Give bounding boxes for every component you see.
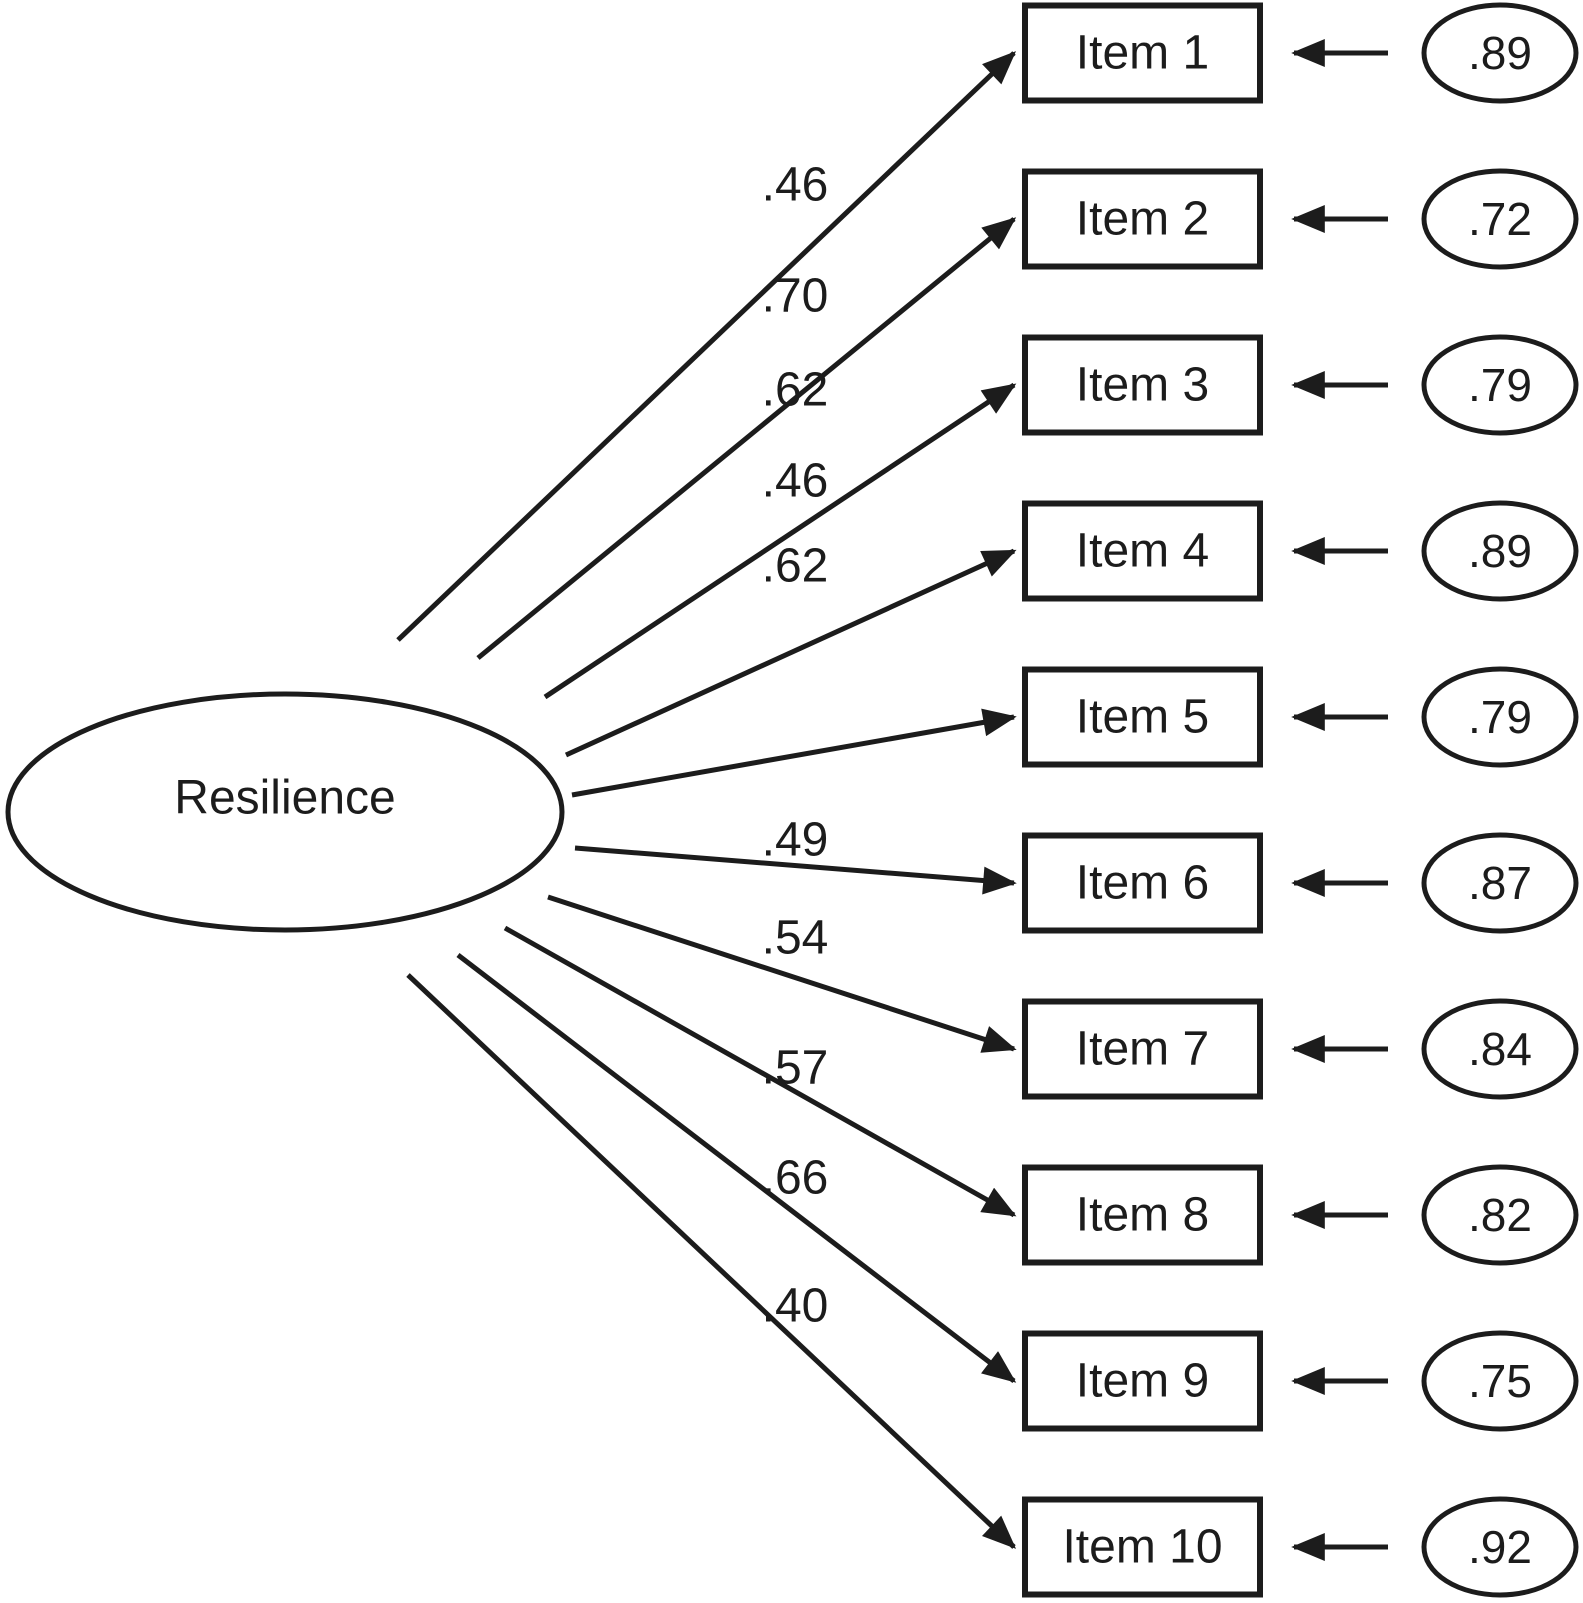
loading-value: .46 [762, 455, 829, 508]
error-ellipse [1421, 168, 1579, 270]
item-label: Item 3 [1076, 359, 1209, 412]
error-ellipse [1421, 500, 1579, 602]
error-value: .79 [1468, 359, 1532, 411]
loading-value: .62 [762, 364, 829, 417]
error-ellipse [1421, 1496, 1579, 1598]
item-label: Item 5 [1076, 691, 1209, 744]
item-box [1022, 1496, 1263, 1598]
indicator-row: .46 Item 1 .89 [396, 2, 1579, 642]
error-value: .82 [1468, 1189, 1532, 1241]
indicator-row: .70 Item 2 .72 [476, 168, 1579, 660]
loading-arrow [543, 382, 1017, 700]
item-label: Item 8 [1076, 1189, 1209, 1242]
loading-arrow [456, 953, 1017, 1383]
loading-arrow [503, 925, 1017, 1218]
loading-value: .62 [762, 540, 829, 593]
item-label: Item 9 [1076, 1355, 1209, 1408]
latent-variable: Resilience [5, 691, 565, 933]
item-label: Item 6 [1076, 857, 1209, 910]
error-ellipse [1421, 1164, 1579, 1266]
item-box [1022, 334, 1263, 436]
item-box [1022, 500, 1263, 602]
error-value: .72 [1468, 193, 1532, 245]
loading-value: .54 [762, 912, 829, 965]
item-box [1022, 1330, 1263, 1432]
item-label: Item 1 [1076, 27, 1209, 80]
loading-arrow [564, 548, 1017, 758]
item-box [1022, 832, 1263, 934]
latent-variable-ellipse [5, 691, 565, 933]
error-value: .89 [1468, 27, 1532, 79]
loading-arrow [406, 973, 1017, 1549]
error-ellipse [1421, 666, 1579, 768]
item-box [1022, 1164, 1263, 1266]
error-value: .89 [1468, 525, 1532, 577]
item-label: Item 4 [1076, 525, 1209, 578]
item-box [1022, 2, 1263, 104]
error-ellipse [1421, 832, 1579, 934]
item-box [1022, 666, 1263, 768]
indicator-row: .62 Item 3 .79 [543, 334, 1579, 700]
error-ellipse [1421, 334, 1579, 436]
item-label: Item 2 [1076, 193, 1209, 246]
item-box [1022, 168, 1263, 270]
error-value: .92 [1468, 1521, 1532, 1573]
loading-value: .66 [762, 1152, 829, 1205]
loading-arrow [571, 708, 1017, 798]
item-box [1022, 998, 1263, 1100]
loading-value: .46 [762, 159, 829, 212]
error-value: .79 [1468, 691, 1532, 743]
loading-value: .40 [762, 1280, 829, 1333]
item-label: Item 10 [1062, 1521, 1222, 1574]
loading-arrow [574, 845, 1017, 895]
error-ellipse [1421, 998, 1579, 1100]
loading-arrow [547, 894, 1017, 1053]
error-ellipse [1421, 1330, 1579, 1432]
error-value: .87 [1468, 857, 1532, 909]
error-value: .84 [1468, 1023, 1532, 1075]
loading-arrow [396, 51, 1017, 642]
loading-arrow [476, 217, 1017, 660]
item-label: Item 7 [1076, 1023, 1209, 1076]
latent-variable-label: Resilience [174, 772, 395, 825]
loading-value: .70 [762, 270, 829, 323]
error-value: .75 [1468, 1355, 1532, 1407]
loading-value: .49 [762, 814, 829, 867]
loading-value: .57 [762, 1042, 829, 1095]
error-ellipse [1421, 2, 1579, 104]
